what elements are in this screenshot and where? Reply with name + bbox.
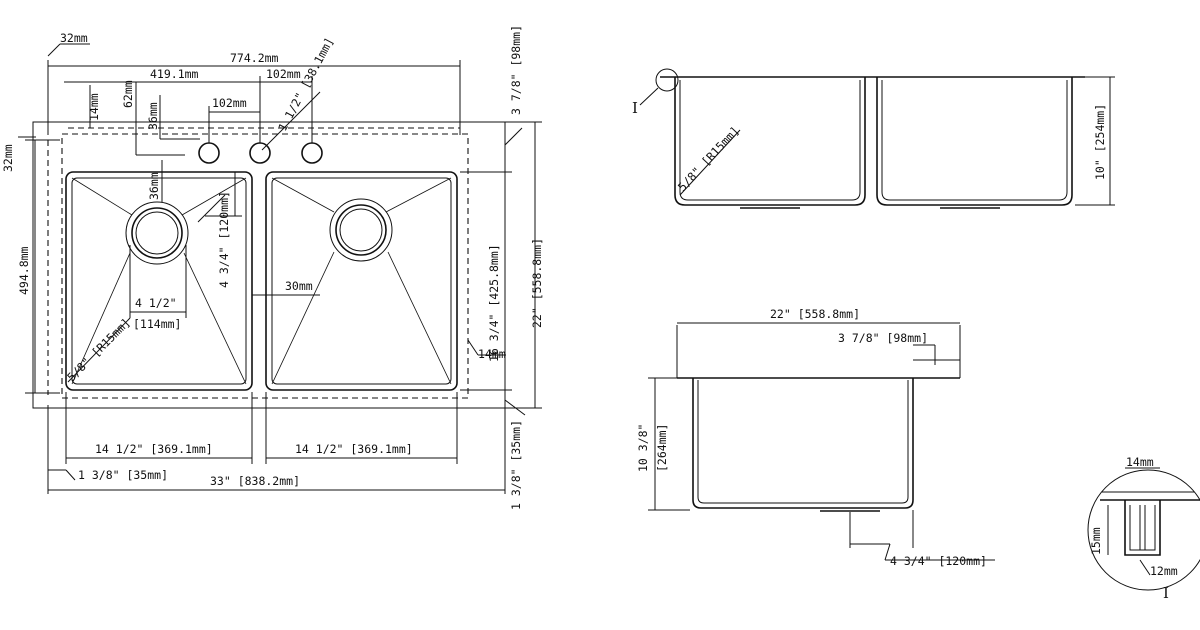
dim-radius: 5/8" [R15mm] (64, 315, 133, 384)
dim-32-left: 32mm (1, 144, 15, 172)
dim-102-mid: 102mm (212, 96, 247, 110)
dim-front-radius: 5/8" [R15mm] (675, 124, 742, 194)
dim-102-top: 102mm (266, 67, 301, 81)
dim-detail-12: 12mm (1150, 564, 1178, 578)
dim-side-depth-in: 10 3/8" (636, 424, 650, 472)
dim-drain-width-mm: [114mm] (133, 317, 181, 331)
faucet-hole-right (301, 142, 323, 164)
dim-bowl-left: 14 1/2" [369.1mm] (95, 442, 213, 456)
right-drain (329, 198, 393, 262)
detail-marker-front: I (632, 99, 638, 117)
dim-flange-left: 1 3/8" [35mm] (78, 468, 168, 482)
top-view-dashed-flange (61, 133, 469, 399)
dim-divider: 30mm (285, 279, 313, 293)
dim-hole-diameter: 1 1/2" [38.1mm] (275, 35, 336, 133)
dim-98: 3 7/8" [98mm] (509, 25, 523, 115)
dim-36-b: 36mm (147, 172, 161, 200)
detail-marker: I (1163, 584, 1169, 602)
dim-side-width: 22" [558.8mm] (770, 307, 860, 321)
dim-drain-width: 4 1/2" (135, 296, 177, 310)
dim-detail-15: 15mm (1089, 527, 1103, 555)
dim-bowl-right: 14 1/2" [369.1mm] (295, 442, 413, 456)
right-bowl-outline (265, 171, 458, 391)
dim-side-98: 3 7/8" [98mm] (838, 331, 928, 345)
front-view: I 5/8" [R15mm] 10" [254mm] (632, 68, 1115, 209)
dim-35-right: 1 3/8" [35mm] (509, 420, 523, 510)
detail-view: 14mm 15mm 12mm I (1087, 455, 1200, 602)
front-view-right-bowl (876, 77, 1073, 206)
left-drain (125, 201, 189, 265)
dim-side-drain: 4 3/4" [120mm] (890, 554, 987, 568)
dim-62: 62mm (121, 80, 135, 108)
dim-front-depth: 10" [254mm] (1093, 104, 1107, 180)
front-view-left-bowl (674, 77, 866, 206)
dim-36-a: 36mm (146, 102, 160, 130)
detail-circle (1087, 469, 1200, 591)
faucet-hole-center (249, 142, 271, 164)
dim-14-top: 14mm (87, 93, 101, 121)
dim-total-width: 33" [838.2mm] (210, 474, 300, 488)
detail-callout-circle (655, 68, 679, 92)
dim-32-top: 32mm (60, 31, 88, 45)
side-view-bowl (692, 378, 914, 509)
dim-425: 16 3/4" [425.8mm] (487, 244, 501, 362)
top-view: 774.2mm 419.1mm 102mm 102mm 32mm 32mm 14… (1, 25, 544, 510)
dim-774: 774.2mm (230, 51, 279, 65)
dim-side-depth-mm: [264mm] (655, 424, 669, 472)
dim-detail-14: 14mm (1126, 455, 1154, 469)
left-bowl-outline (65, 171, 253, 391)
dim-drain-offset: 4 3/4" [120mm] (217, 191, 231, 288)
dim-558: 22" [558.8mm] (530, 238, 544, 328)
dim-419: 419.1mm (150, 67, 199, 81)
side-view: 22" [558.8mm] 3 7/8" [98mm] 10 3/8" [264… (636, 307, 995, 568)
faucet-hole-left (198, 142, 220, 164)
dim-494: 494.8mm (17, 246, 31, 295)
dim-14-right: 14mm (478, 347, 506, 361)
top-view-outer-rim (32, 121, 506, 409)
